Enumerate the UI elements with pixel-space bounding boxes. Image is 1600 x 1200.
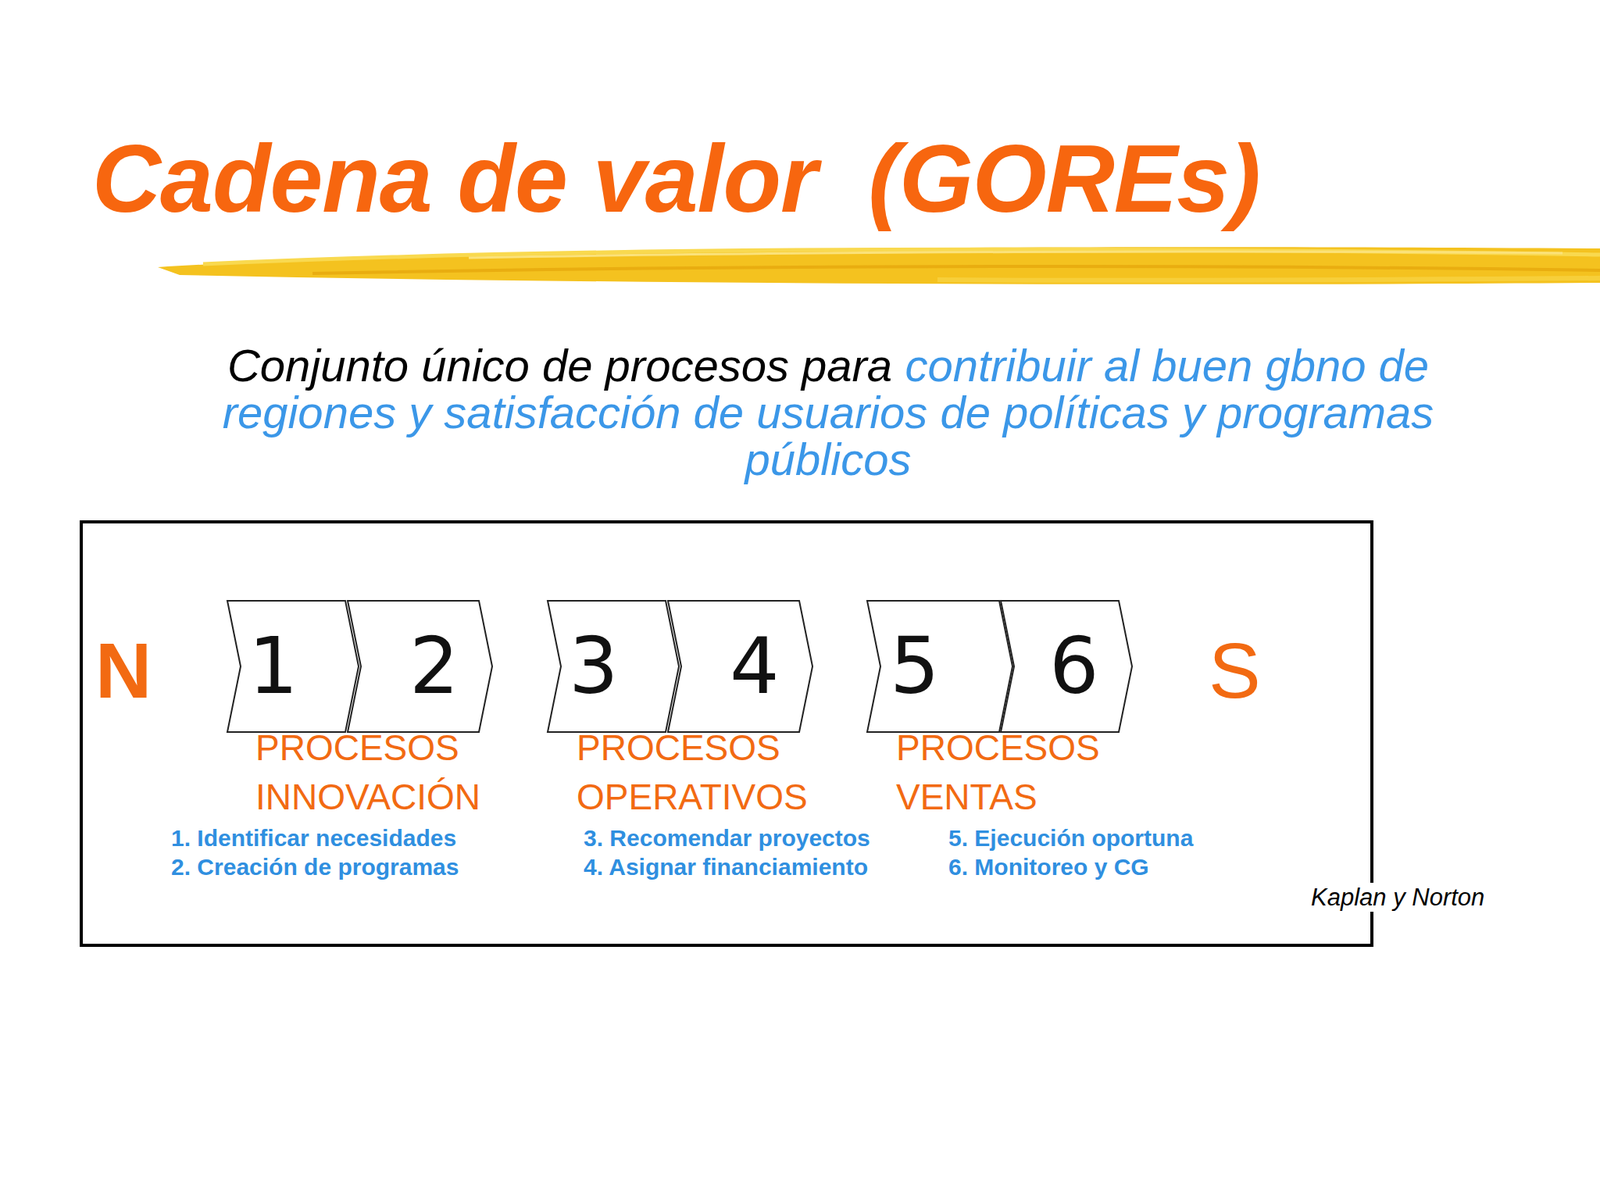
step-item: 4. Asignar financiamiento (583, 852, 868, 882)
process-chevron: 2 (346, 600, 493, 733)
group-label: PROCESOS VENTAS (896, 723, 1100, 822)
step-number: 2 (409, 627, 460, 706)
chevron-shape (667, 600, 813, 733)
chevron-outline (866, 600, 1014, 733)
subtitle-lead: Conjunto único de procesos para (227, 339, 893, 391)
chevron-shape (1000, 600, 1133, 733)
step-item: 3. Recomendar proyectos (583, 823, 871, 853)
process-chevron: 5 (866, 600, 1014, 733)
step-item: 2. Creación de programas (171, 852, 459, 882)
step-number: 3 (568, 627, 619, 706)
step-number: 4 (729, 627, 780, 706)
process-chevron: 1 (226, 600, 360, 733)
step-item: 5. Ejecución oportuna (948, 823, 1193, 853)
step-item: 1. Identificar necesidades (171, 823, 457, 853)
step-number: 5 (889, 627, 940, 706)
brush-body (157, 246, 1600, 285)
process-chevron: 3 (546, 600, 680, 733)
slide-title: Cadena de valor (GOREs) (92, 131, 1261, 227)
process-chevron: 6 (1000, 600, 1133, 733)
subtitle: Conjunto único de procesos paracontribui… (156, 342, 1500, 483)
end-letter: S (1208, 631, 1261, 710)
process-chevron: 4 (667, 600, 814, 733)
group-label: PROCESOS OPERATIVOS (576, 723, 808, 822)
chevron-shape (347, 600, 493, 733)
source-credit: Kaplan y Norton (1308, 882, 1487, 912)
start-letter: N (95, 631, 152, 710)
brush-streak (468, 251, 1563, 258)
step-number: 6 (1049, 627, 1100, 706)
step-item: 6. Monitoreo y CG (948, 852, 1150, 882)
chevron-shape (867, 600, 1013, 733)
chevron-shape (227, 600, 359, 733)
brush-streak (203, 249, 1600, 265)
brush-streak (312, 266, 1600, 274)
chevron-shape (547, 600, 679, 733)
brush-streak (937, 278, 1600, 281)
group-label: PROCESOS INNOVACIÓN (255, 723, 481, 822)
step-number: 1 (248, 627, 299, 706)
